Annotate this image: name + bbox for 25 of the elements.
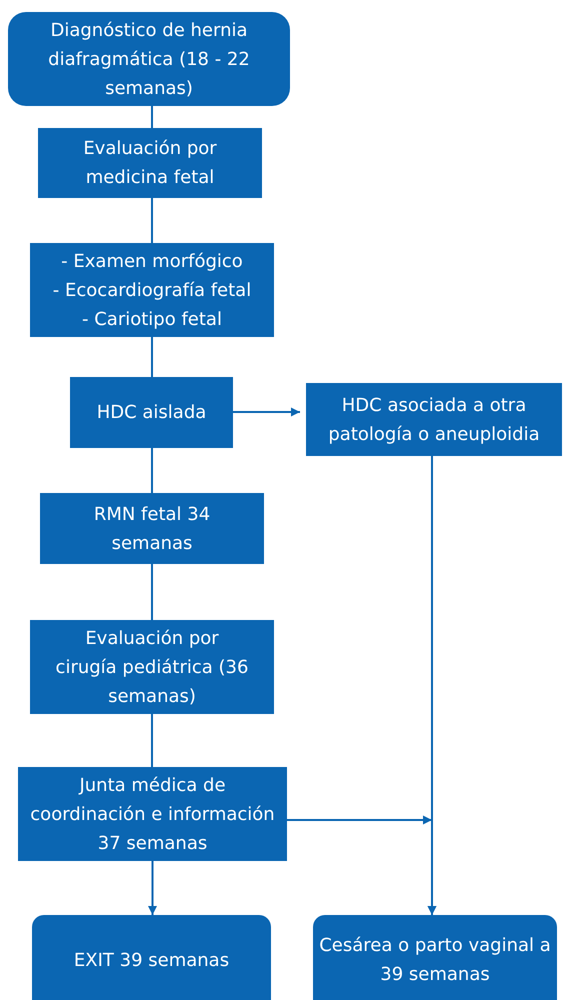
arrow — [233, 408, 300, 416]
box-text: RMN fetal 34 semanas — [92, 502, 212, 556]
box-text: HDC aislada — [96, 401, 206, 425]
box-text: - Cariotipo fetal — [82, 308, 222, 332]
process-box — [30, 620, 274, 714]
process-box — [18, 767, 287, 861]
box-text: Diagnóstico de hernia diafragmática (18 - 22 semanas) — [47, 18, 251, 100]
process-box — [30, 243, 274, 337]
box-text: Evaluación por cirugía pediátrica (36 semanas) — [54, 626, 250, 708]
process-box — [40, 493, 264, 564]
box-text: Evaluación por medicina fetal — [82, 137, 218, 190]
process-box — [70, 377, 233, 448]
process-box — [8, 12, 290, 106]
box-text: HDC asociada a otra patología o aneuploidia — [327, 394, 541, 446]
box-text: - Examen morfógico — [61, 250, 243, 274]
arrow — [287, 816, 436, 915]
box-text: - Ecocardiografía fetal — [52, 278, 252, 302]
process-box — [313, 915, 557, 1000]
arrow — [148, 861, 157, 915]
box-text: EXIT 39 semanas — [74, 948, 230, 972]
box-text: Junta médica de coordinación e información 37 semanas — [30, 774, 275, 856]
process-box — [38, 128, 262, 198]
process-box — [32, 915, 271, 1000]
box-text: Cesárea o parto vaginal a 39 semanas — [318, 934, 552, 987]
process-box — [306, 383, 562, 456]
